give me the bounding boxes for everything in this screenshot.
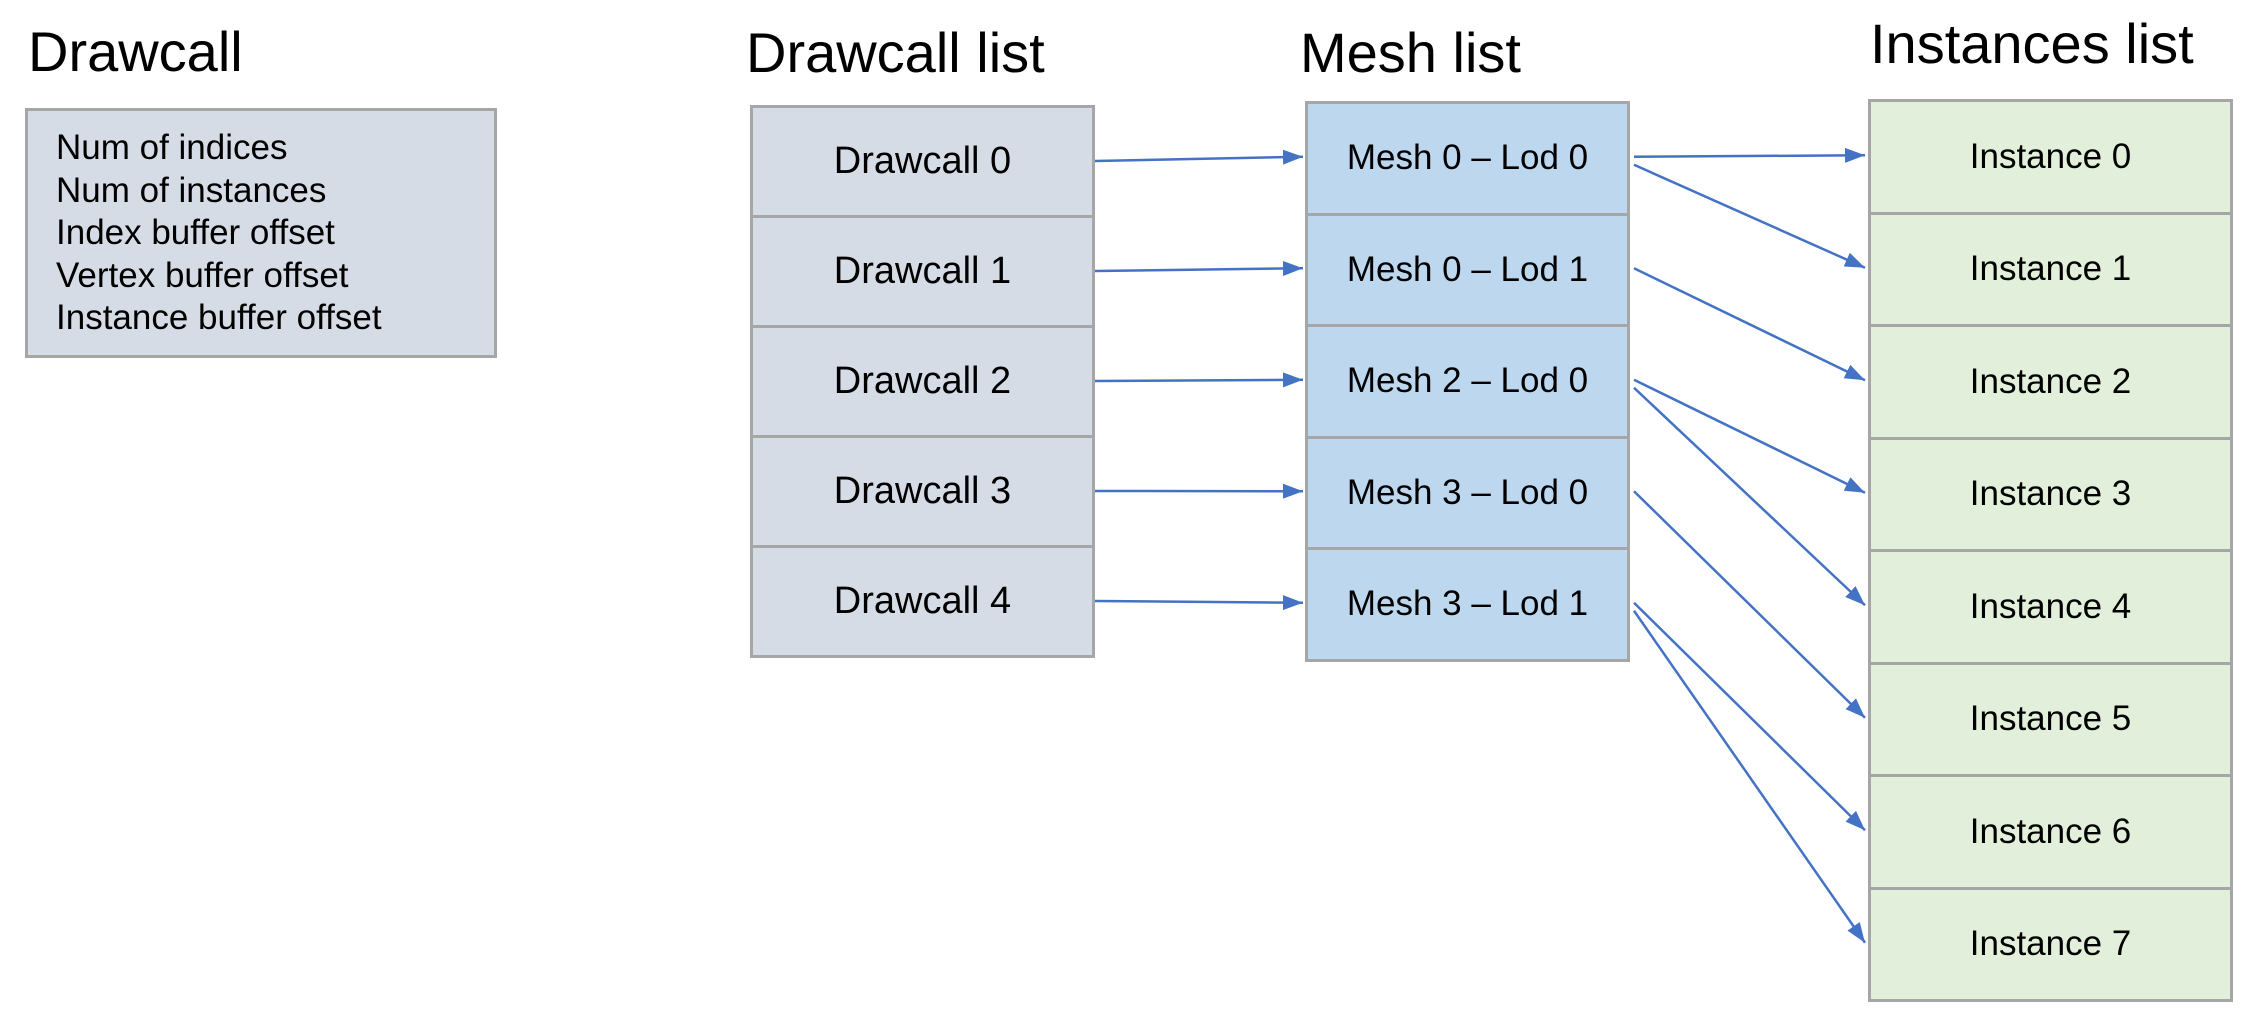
field-vertex-buffer-offset: Vertex buffer offset <box>56 255 349 295</box>
instance-item-1: Instance 1 <box>1868 211 2233 327</box>
arrow-drawcall-0-to-mesh-0 <box>1094 149 1304 165</box>
instance-item-2: Instance 2 <box>1868 324 2233 440</box>
drawcall-item-3: Drawcall 3 <box>750 435 1095 548</box>
arrow-mesh-2-to-instance-4 <box>1633 386 1866 607</box>
instances-list-title: Instances list <box>1870 12 2194 75</box>
field-num-instances: Num of instances <box>56 170 327 210</box>
instance-item-5: Instance 5 <box>1868 661 2233 777</box>
drawcall-list-title: Drawcall list <box>746 21 1045 84</box>
mesh-item-2: Mesh 2 – Lod 0 <box>1305 324 1630 439</box>
drawcall-item-1: Drawcall 1 <box>750 215 1095 328</box>
drawcall-item-2: Drawcall 2 <box>750 325 1095 438</box>
drawcall-struct-box: Num of indices Num of instances Index bu… <box>25 108 497 358</box>
arrow-mesh-4-to-instance-6 <box>1633 601 1866 832</box>
drawcall-struct-title: Drawcall <box>28 20 243 83</box>
mesh-item-0: Mesh 0 – Lod 0 <box>1305 101 1630 216</box>
mesh-item-3: Mesh 3 – Lod 0 <box>1305 435 1630 550</box>
field-num-indices: Num of indices <box>56 128 288 167</box>
instance-item-3: Instance 3 <box>1868 436 2233 552</box>
arrow-drawcall-4-to-mesh-4 <box>1094 595 1304 611</box>
field-index-buffer-offset: Index buffer offset <box>56 213 335 252</box>
arrow-drawcall-2-to-mesh-2 <box>1094 372 1304 388</box>
arrow-mesh-3-to-instance-5 <box>1633 490 1866 719</box>
arrow-mesh-2-to-instance-3 <box>1633 378 1866 494</box>
arrow-mesh-0-to-instance-0 <box>1633 147 1866 163</box>
arrow-mesh-1-to-instance-2 <box>1633 267 1866 382</box>
instance-item-6: Instance 6 <box>1868 774 2233 890</box>
mesh-item-4: Mesh 3 – Lod 1 <box>1305 547 1630 662</box>
mesh-item-1: Mesh 0 – Lod 1 <box>1305 212 1630 327</box>
instance-item-7: Instance 7 <box>1868 886 2233 1002</box>
mesh-list-title: Mesh list <box>1300 21 1521 84</box>
drawcall-item-4: Drawcall 4 <box>750 545 1095 658</box>
instance-item-0: Instance 0 <box>1868 99 2233 215</box>
drawcall-item-0: Drawcall 0 <box>750 105 1095 218</box>
arrow-mesh-0-to-instance-1 <box>1633 163 1866 269</box>
instance-item-4: Instance 4 <box>1868 549 2233 665</box>
arrow-mesh-4-to-instance-7 <box>1632 610 1867 944</box>
field-instance-buffer-offset: Instance buffer offset <box>56 298 382 337</box>
arrow-drawcall-1-to-mesh-1 <box>1094 261 1304 277</box>
